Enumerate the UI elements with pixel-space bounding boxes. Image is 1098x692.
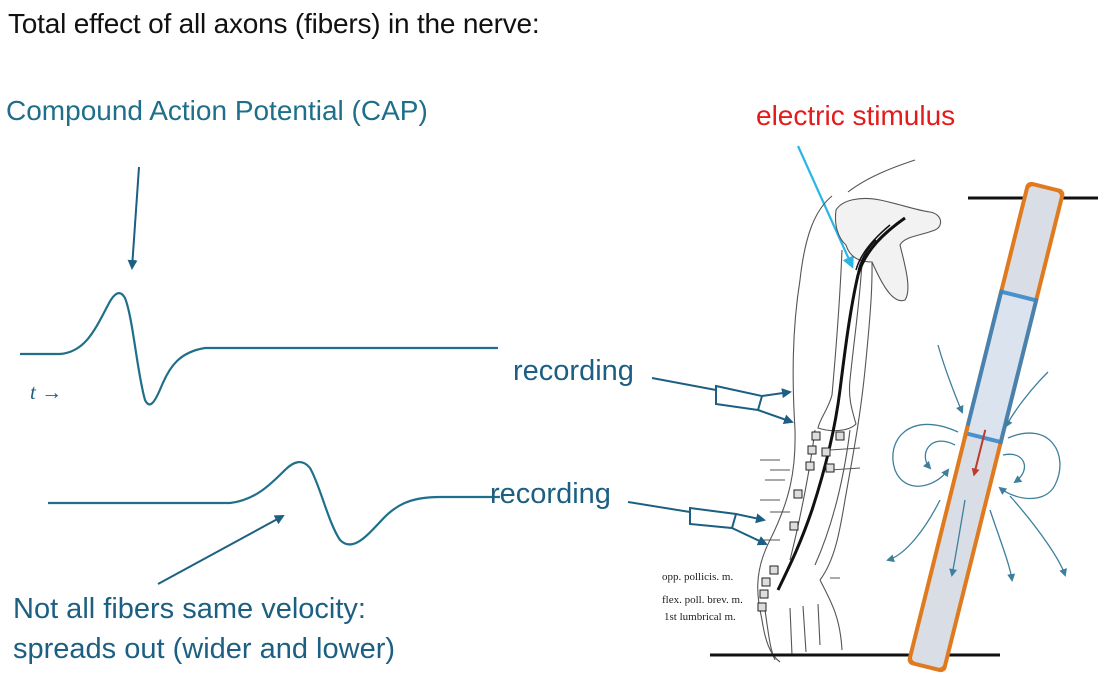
cap-waveform bbox=[20, 292, 498, 406]
arm-electrodes bbox=[757, 431, 845, 612]
field-lines bbox=[886, 344, 1067, 582]
note-line-1: Not all fibers same velocity: bbox=[13, 593, 366, 625]
time-axis-label: t → bbox=[30, 380, 63, 404]
recording-label-2: recording bbox=[490, 478, 611, 510]
recording-label-1: recording bbox=[513, 355, 634, 387]
nerve-segment bbox=[907, 181, 1065, 673]
spread-waveform bbox=[48, 461, 500, 546]
muscle-label-1: opp. pollicis. m. bbox=[662, 571, 734, 583]
cap-label: Compound Action Potential (CAP) bbox=[6, 95, 428, 126]
stimulus-label: electric stimulus bbox=[756, 100, 956, 131]
muscle-label-3: 1st lumbrical m. bbox=[664, 611, 736, 623]
arm-nerve bbox=[776, 216, 906, 591]
arm-illustration bbox=[757, 159, 942, 663]
stimulus-arrow bbox=[796, 145, 854, 269]
note-pointer-arrow bbox=[157, 515, 285, 585]
slide-title: Total effect of all axons (fibers) in th… bbox=[8, 8, 540, 39]
recording-1-lead bbox=[651, 377, 794, 425]
cap-pointer-arrow bbox=[127, 166, 140, 270]
muscle-label-2: flex. poll. brev. m. bbox=[662, 594, 743, 606]
note-line-2: spreads out (wider and lower) bbox=[13, 633, 396, 665]
arm-nerve-branch bbox=[855, 224, 891, 273]
recording-2-lead bbox=[627, 501, 768, 546]
